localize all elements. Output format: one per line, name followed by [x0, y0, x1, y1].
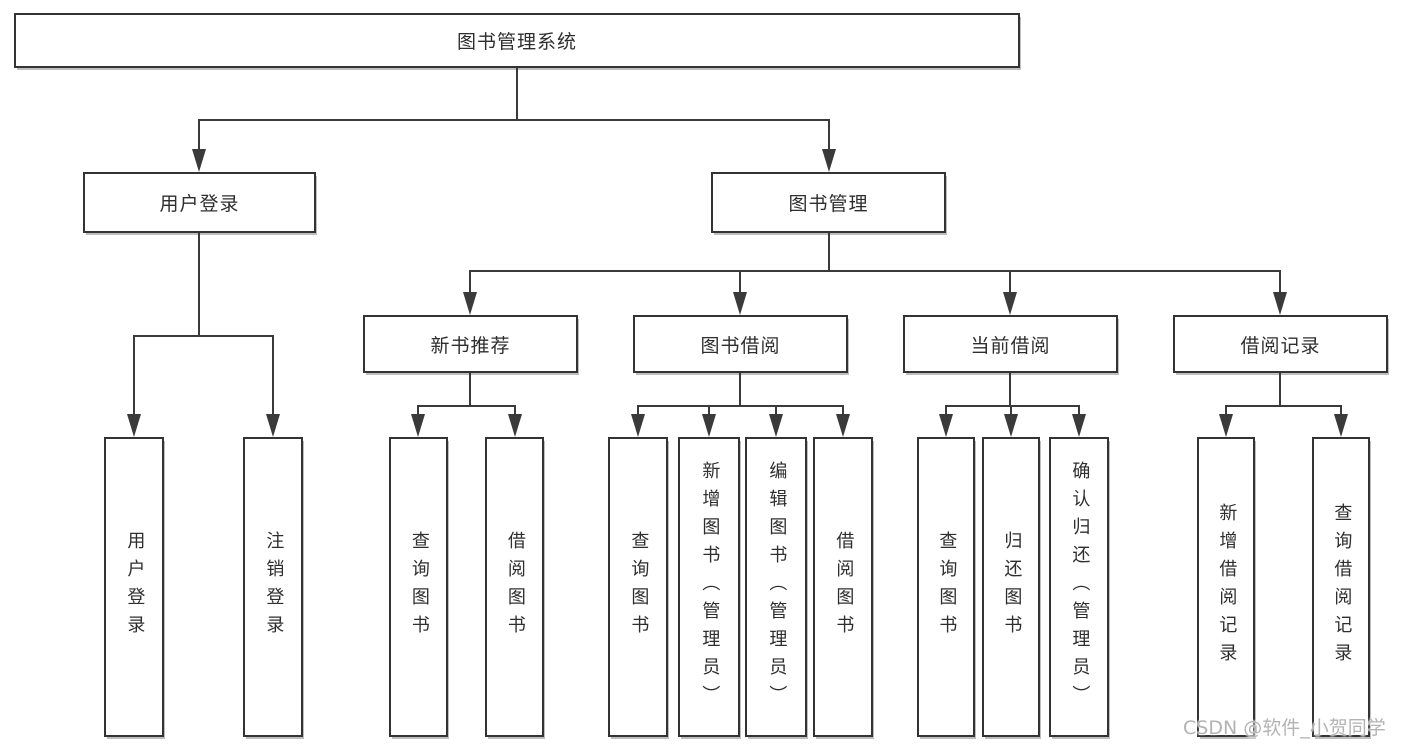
connector-line	[272, 335, 274, 415]
leaf-logout: 注销登录	[243, 437, 303, 737]
connector-line	[133, 335, 274, 337]
arrow-down-icon	[127, 414, 141, 437]
node-label: 用户登录	[159, 193, 240, 215]
connector-line	[469, 373, 471, 407]
arrow-down-icon	[1072, 414, 1086, 437]
node-label: 当前借阅	[970, 334, 1051, 357]
connector-line	[1340, 405, 1342, 415]
connector-line	[198, 233, 200, 337]
node-book-management: 图书管理	[711, 172, 946, 233]
node-label: 借阅图书	[833, 531, 855, 643]
arrow-down-icon	[1334, 414, 1348, 437]
node-label: 编辑图书（管理员）	[766, 461, 788, 713]
connector-line	[1009, 373, 1011, 407]
arrow-down-icon	[1219, 414, 1233, 437]
node-label: 注销登录	[263, 531, 285, 643]
node-label: 借阅记录	[1240, 334, 1321, 357]
node-label: 借阅图书	[504, 531, 526, 643]
connector-line	[828, 119, 830, 150]
leaf-return-books: 归还图书	[982, 437, 1040, 737]
csdn-watermark: CSDN @软件_小贺同学	[1183, 717, 1386, 739]
connector-line	[708, 405, 710, 415]
arrow-down-icon	[266, 414, 280, 437]
leaf-query-books-recommend: 查询图书	[389, 437, 448, 737]
node-label: 图书借阅	[700, 334, 781, 357]
connector-line	[842, 405, 844, 415]
node-label: 新书推荐	[430, 334, 511, 357]
node-label: 新增借阅记录	[1216, 503, 1238, 671]
arrow-down-icon	[192, 149, 206, 172]
arrow-down-icon	[702, 414, 716, 437]
leaf-query-borrow-record: 查询借阅记录	[1312, 437, 1370, 737]
node-label: 归还图书	[1001, 531, 1023, 643]
connector-line	[1279, 270, 1281, 293]
arrow-down-icon	[411, 414, 425, 437]
connector-line	[1078, 405, 1080, 415]
arrow-down-icon	[1003, 292, 1017, 315]
connector-line	[945, 405, 947, 415]
arrow-down-icon	[1004, 414, 1018, 437]
node-library-system: 图书管理系统	[14, 13, 1020, 68]
connector-line	[1225, 405, 1342, 407]
connector-line	[1009, 270, 1011, 293]
connector-line	[514, 405, 516, 415]
node-book-borrow: 图书借阅	[633, 315, 848, 373]
leaf-user-login: 用户登录	[104, 437, 164, 737]
node-label: 查询图书	[628, 531, 650, 643]
node-label: 图书管理	[788, 193, 869, 215]
arrow-down-icon	[463, 292, 477, 315]
node-current-borrow: 当前借阅	[903, 315, 1118, 373]
leaf-borrow-books: 借阅图书	[813, 437, 873, 737]
node-user-login: 用户登录	[83, 172, 316, 233]
connector-line	[516, 68, 518, 121]
node-new-book-recommend: 新书推荐	[363, 315, 578, 373]
leaf-query-books-borrow: 查询图书	[608, 437, 668, 737]
node-label: 查询借阅记录	[1331, 503, 1353, 671]
leaf-edit-book-admin: 编辑图书（管理员）	[745, 437, 807, 737]
node-label: 图书管理系统	[456, 31, 577, 53]
node-label: 查询图书	[936, 531, 958, 643]
connector-line	[1010, 405, 1012, 415]
node-label: 新增图书（管理员）	[699, 461, 721, 713]
arrow-down-icon	[822, 149, 836, 172]
leaf-add-book-admin: 新增图书（管理员）	[678, 437, 740, 737]
leaf-borrow-books-recommend: 借阅图书	[485, 437, 544, 737]
node-label: 查询图书	[408, 531, 430, 643]
node-label: 确认归还（管理员）	[1069, 461, 1091, 713]
node-borrow-records: 借阅记录	[1173, 315, 1388, 373]
leaf-query-books-current: 查询图书	[917, 437, 975, 737]
node-label: 用户登录	[124, 531, 146, 643]
arrow-down-icon	[769, 414, 783, 437]
arrow-down-icon	[631, 414, 645, 437]
arrow-down-icon	[733, 292, 747, 315]
leaf-confirm-return-admin: 确认归还（管理员）	[1049, 437, 1109, 737]
arrow-down-icon	[939, 414, 953, 437]
connector-line	[775, 405, 777, 415]
connector-line	[469, 270, 1281, 272]
connector-line	[828, 233, 830, 272]
connector-line	[945, 405, 1080, 407]
connector-line	[1279, 373, 1281, 407]
leaf-add-borrow-record: 新增借阅记录	[1197, 437, 1255, 737]
connector-line	[133, 335, 135, 415]
connector-line	[198, 119, 200, 150]
connector-line	[637, 405, 844, 407]
arrow-down-icon	[836, 414, 850, 437]
arrow-down-icon	[1273, 292, 1287, 315]
connector-line	[739, 270, 741, 293]
arrow-down-icon	[508, 414, 522, 437]
connector-line	[417, 405, 419, 415]
connector-line	[469, 270, 471, 293]
connector-line	[1225, 405, 1227, 415]
connector-line	[739, 373, 741, 407]
connector-line	[637, 405, 639, 415]
connector-line	[417, 405, 516, 407]
connector-line	[198, 119, 830, 121]
